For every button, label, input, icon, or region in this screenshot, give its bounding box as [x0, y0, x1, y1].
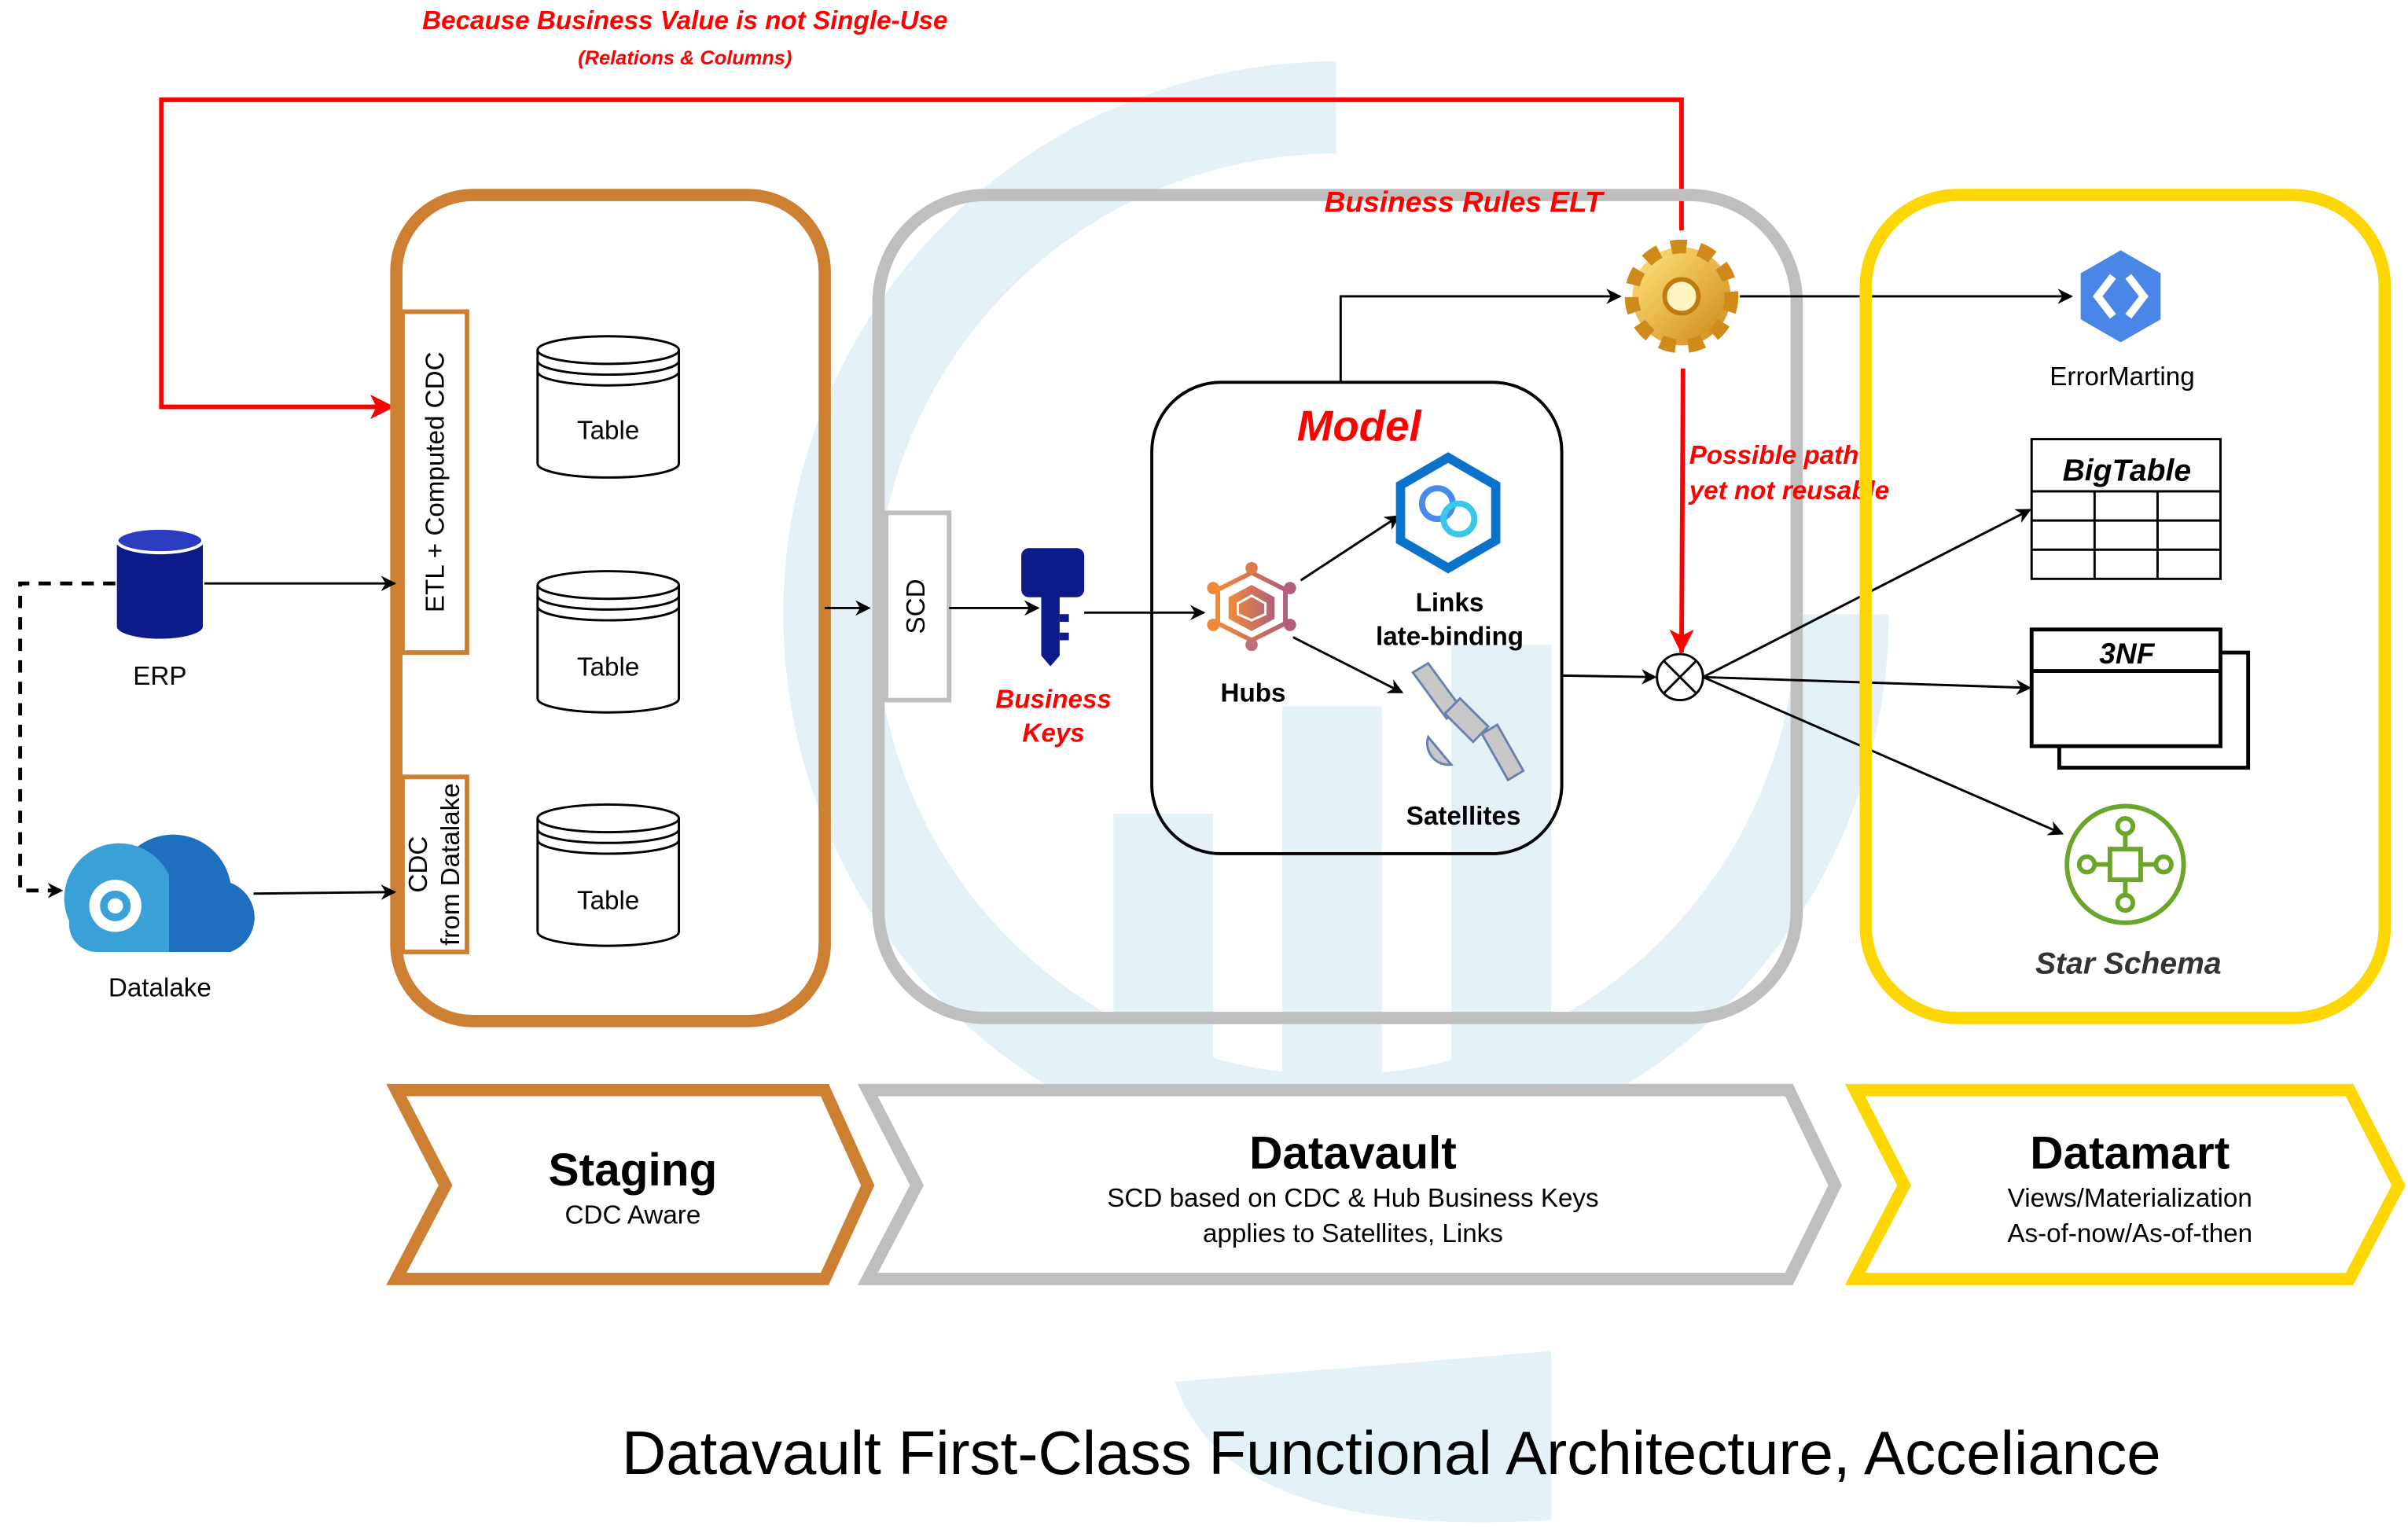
- staging-phase-chevron: [386, 1083, 875, 1285]
- dashed-connector: [18, 581, 116, 899]
- table-label: Table: [577, 652, 639, 682]
- datamart-phase-title: Datamart: [2030, 1127, 2230, 1178]
- 3nf-label: 3NF: [2099, 637, 2155, 670]
- scd-box: [884, 510, 952, 703]
- etl-cdc-box: [400, 309, 469, 656]
- datalake-cloud-icon: [64, 834, 255, 952]
- scd-label: SCD: [902, 579, 931, 634]
- bigtable-grid: [2030, 438, 2222, 580]
- reuse-note-subtitle: (Relations & Columns): [578, 47, 792, 69]
- business-keys-label-2: Keys: [1022, 719, 1084, 748]
- links-icon: [1395, 452, 1501, 574]
- hubs-label: Hubs: [1221, 679, 1286, 708]
- cdc-from-datalake-label: from Datalake: [436, 783, 465, 946]
- datamart-phase-chevron: [1844, 1083, 2406, 1285]
- merge-junction-icon: [1656, 652, 1704, 702]
- model-box: [1150, 380, 1564, 855]
- 3nf-tables: [2029, 627, 2251, 770]
- star-schema-label: Star Schema: [2035, 946, 2222, 980]
- table-label: Table: [577, 417, 639, 446]
- satellite-icon: [1410, 661, 1525, 782]
- datalake-label: Datalake: [108, 974, 211, 1003]
- erp-label: ERP: [133, 662, 186, 691]
- hubs-icon: [1207, 561, 1296, 652]
- reuse-note-title: Because Business Value is not Single-Use: [422, 6, 947, 35]
- datavault-phase-desc-2: applies to Satellites, Links: [1203, 1219, 1503, 1248]
- possible-path-label-2: yet not reusable: [1688, 476, 1890, 505]
- bigtable-label: BigTable: [2063, 454, 2191, 487]
- reuse-feedback-arrow: [159, 97, 1684, 420]
- etl-cdc-label: ETL + Computed CDC: [421, 351, 450, 612]
- datamart-container: [1859, 189, 2391, 1024]
- possible-path-arrow: [1669, 368, 1694, 655]
- model-title: Model: [1297, 402, 1423, 450]
- links-label: Links: [1416, 588, 1484, 617]
- cdc-label: CDC: [404, 836, 433, 893]
- datavault-phase-title: Datavault: [1249, 1127, 1457, 1178]
- table-cylinder: Table: [536, 335, 680, 479]
- possible-path-label: Possible path: [1689, 441, 1859, 470]
- error-marting-label: ErrorMarting: [2050, 362, 2194, 391]
- staging-phase-desc: CDC Aware: [565, 1201, 701, 1230]
- diagram-caption: Datavault First-Class Functional Archite…: [622, 1418, 2161, 1487]
- error-marting-icon: [2080, 250, 2161, 343]
- datavault-phase-desc: SCD based on CDC & Hub Business Keys: [1107, 1184, 1598, 1213]
- erp-database-icon: [115, 526, 205, 639]
- datamart-phase-desc: Views/Materialization: [2008, 1184, 2252, 1213]
- datavault-container: [872, 189, 1803, 1024]
- business-rules-gear-icon: [1624, 239, 1739, 354]
- satellites-label: Satellites: [1406, 802, 1521, 831]
- key-icon: [1021, 548, 1085, 667]
- datamart-phase-desc-2: As-of-now/As-of-then: [2007, 1219, 2252, 1248]
- table-cylinder: Table: [536, 570, 680, 714]
- table-label: Table: [577, 886, 639, 915]
- staging-phase-title: Staging: [549, 1145, 718, 1196]
- star-schema-icon: [2064, 803, 2186, 925]
- table-cylinder: Table: [536, 803, 680, 947]
- cdc-datalake-box: [400, 774, 469, 954]
- business-rules-label: Business Rules ELT: [1325, 186, 1605, 219]
- business-keys-label: Business: [995, 685, 1112, 714]
- datavault-phase-chevron: [857, 1083, 1842, 1285]
- links-sub-label: late-binding: [1376, 622, 1524, 651]
